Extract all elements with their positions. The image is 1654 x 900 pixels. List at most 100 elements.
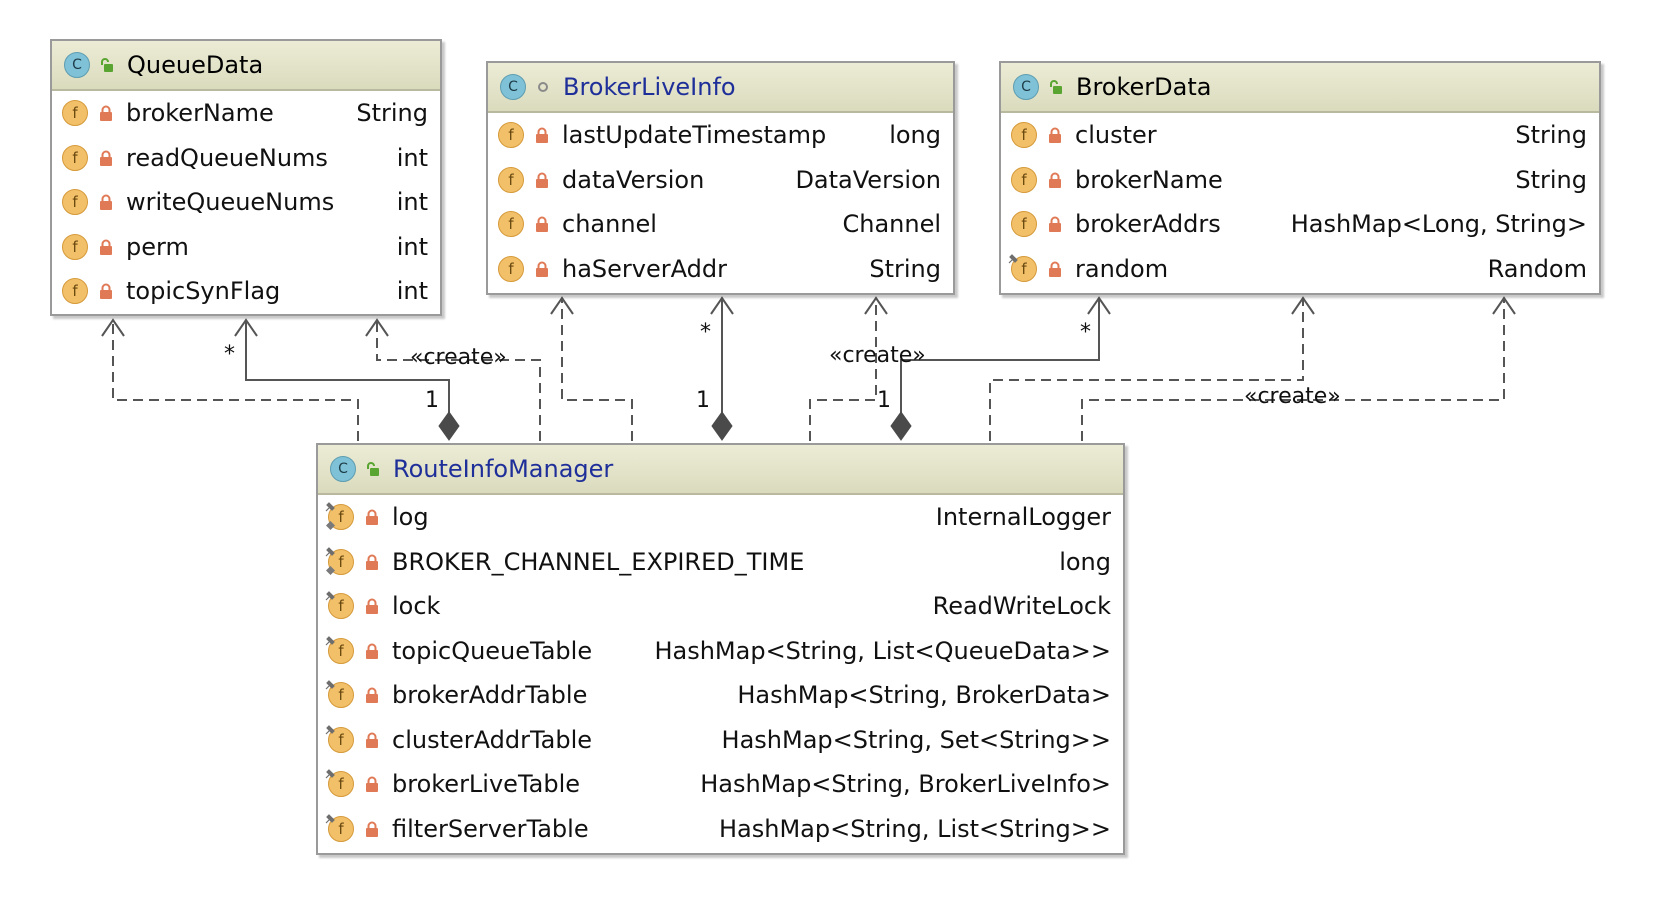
multiplicity-label: * <box>224 342 235 367</box>
field-type: DataVersion <box>795 165 941 194</box>
field-name: random <box>1075 254 1169 283</box>
field-type: Random <box>1487 254 1587 283</box>
lock-icon <box>366 598 378 615</box>
field-type: long <box>889 121 941 150</box>
field-type: int <box>396 143 428 172</box>
field-glyph: f <box>338 552 344 571</box>
lock-icon <box>1049 172 1061 188</box>
field-type: String <box>1515 121 1587 150</box>
arrowhead <box>234 318 258 337</box>
final-field-icon: f <box>325 591 354 620</box>
arrowhead <box>101 318 125 337</box>
composition-edge-brokerdata <box>900 300 1100 416</box>
final-field-icon: f <box>325 813 354 842</box>
multiplicity-label: * <box>1080 320 1091 345</box>
lock-icon <box>366 732 378 748</box>
arrowhead <box>710 296 734 315</box>
field-row[interactable]: f filterServerTable HashMap<String, List… <box>318 807 1123 852</box>
field-icon: f <box>62 278 88 305</box>
field-row[interactable]: f dataVersion DataVersion <box>488 158 953 203</box>
field-name: brokerName <box>126 99 274 128</box>
field-name: log <box>392 503 429 532</box>
class-name: BrokerData <box>1076 73 1212 101</box>
field-row[interactable]: f brokerName String <box>52 91 440 136</box>
field-glyph: f <box>338 686 344 705</box>
field-row[interactable]: f perm int <box>52 225 440 270</box>
public-visibility-icon <box>101 58 113 72</box>
dependency-edge-brokerdata-1 <box>989 300 1304 441</box>
lock-icon <box>536 261 548 277</box>
field-glyph: f <box>338 775 344 794</box>
field-row[interactable]: f readQueueNums int <box>52 136 440 181</box>
field-row[interactable]: f brokerAddrTable HashMap<String, Broker… <box>318 673 1123 718</box>
field-row[interactable]: f writeQueueNums int <box>52 180 440 225</box>
dependency-edge-queuedata-create <box>376 322 541 441</box>
arrowhead <box>1492 296 1516 315</box>
class-brokerliveinfo[interactable]: C BrokerLiveInfo f lastUpdateTimestamp l… <box>486 61 955 295</box>
class-routeinfomanager[interactable]: C RouteInfoManager f log InternalLogger … <box>316 443 1125 855</box>
field-row[interactable]: f random Random <box>1001 247 1599 292</box>
field-type: HashMap<String, List<QueueData>> <box>654 636 1111 665</box>
field-row[interactable]: f BROKER_CHANNEL_EXPIRED_TIME long <box>318 540 1123 585</box>
lock-icon <box>536 216 548 233</box>
field-row[interactable]: f brokerAddrs HashMap<Long, String> <box>1001 202 1599 247</box>
field-row[interactable]: f lastUpdateTimestamp long <box>488 113 953 158</box>
pin-marker-icon <box>325 813 335 824</box>
field-row[interactable]: f cluster String <box>1001 113 1599 158</box>
class-queuedata[interactable]: C QueueData f brokerName String f readQu… <box>50 39 442 316</box>
field-list: f lastUpdateTimestamp long f dataVersion… <box>488 113 953 291</box>
field-name: cluster <box>1075 121 1157 150</box>
field-type: String <box>356 99 428 128</box>
field-icon: f <box>62 189 88 216</box>
field-row[interactable]: f brokerLiveTable HashMap<String, Broker… <box>318 762 1123 807</box>
class-icon: C <box>1013 74 1039 100</box>
lock-icon <box>100 194 112 211</box>
field-name: topicSynFlag <box>126 277 281 306</box>
field-type: int <box>396 188 428 217</box>
field-name: brokerLiveTable <box>392 770 581 799</box>
field-row[interactable]: f brokerName String <box>1001 158 1599 203</box>
field-row[interactable]: f topicQueueTable HashMap<String, List<Q… <box>318 629 1123 674</box>
lock-icon <box>536 127 548 144</box>
lock-icon <box>366 687 378 704</box>
field-icon: f <box>62 100 88 127</box>
field-row[interactable]: f clusterAddrTable HashMap<String, Set<S… <box>318 718 1123 763</box>
field-icon: f <box>62 233 88 260</box>
field-row[interactable]: f log InternalLogger <box>318 495 1123 540</box>
field-icon: f <box>498 122 524 149</box>
class-header: C QueueData <box>52 41 440 91</box>
pin-marker-icon <box>325 591 335 601</box>
field-row[interactable]: f haServerAddr String <box>488 247 953 292</box>
multiplicity-label: * <box>700 320 711 345</box>
package-visibility-icon <box>538 82 548 92</box>
lock-icon <box>100 239 112 255</box>
field-row[interactable]: f channel Channel <box>488 202 953 247</box>
pin-marker-icon <box>325 769 335 779</box>
dependency-edge-brokerliveinfo-create <box>809 300 877 441</box>
class-brokerdata[interactable]: C BrokerData f cluster String f brokerNa… <box>999 61 1601 295</box>
composition-diamond <box>890 411 912 441</box>
lock-icon <box>536 172 548 188</box>
pin-marker-icon <box>325 680 335 690</box>
class-name: RouteInfoManager <box>393 455 614 483</box>
pin-marker-icon <box>325 546 335 557</box>
field-icon: f <box>498 211 524 238</box>
arrowhead <box>864 296 888 315</box>
field-row[interactable]: f topicSynFlag int <box>52 269 440 314</box>
field-glyph: f <box>338 597 344 616</box>
field-type: int <box>396 277 428 306</box>
multiplicity-label: 1 <box>877 388 891 413</box>
field-icon: f <box>1011 211 1037 238</box>
pin-marker-icon <box>325 502 335 512</box>
dependency-edge-brokerliveinfo-1 <box>561 300 633 441</box>
static-marker-icon <box>326 565 335 575</box>
field-row[interactable]: f lock ReadWriteLock <box>318 584 1123 629</box>
final-field-icon: f <box>325 680 354 709</box>
field-type: HashMap<String, List<String>> <box>718 814 1111 843</box>
lock-icon <box>366 821 378 837</box>
lock-icon <box>1049 261 1061 277</box>
arrowhead <box>1087 296 1111 315</box>
class-icon: C <box>330 456 356 482</box>
field-icon: f <box>62 144 88 171</box>
field-glyph: f <box>338 641 344 660</box>
